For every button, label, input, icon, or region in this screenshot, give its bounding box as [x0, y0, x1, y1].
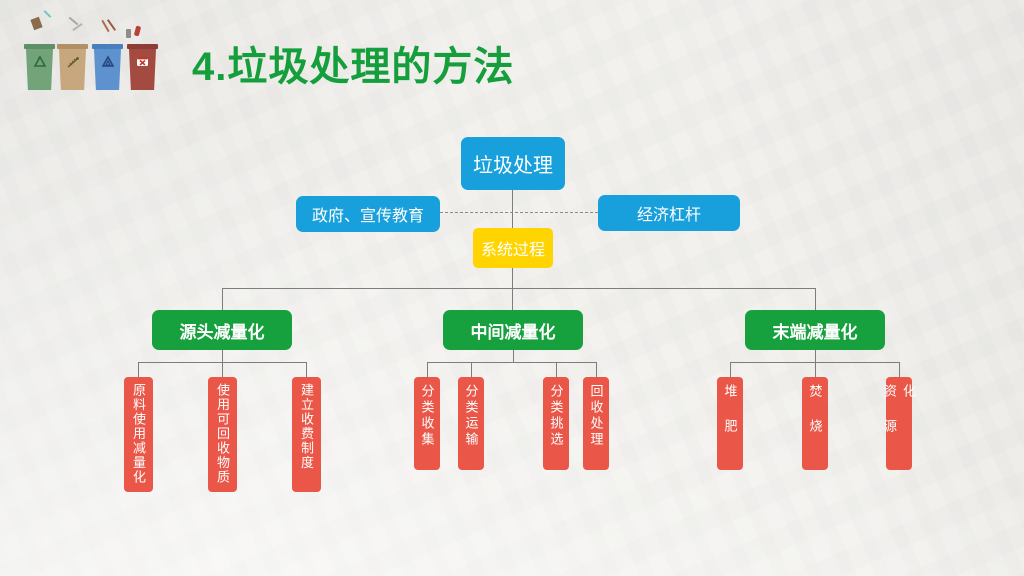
leaf-node: 分类运输 — [458, 377, 484, 470]
connector-leaf-drop — [138, 362, 139, 377]
leaf-label: 建立收费制度 — [299, 383, 314, 470]
connector-leaf-drop — [596, 362, 597, 377]
connector-leaf-drop — [306, 362, 307, 377]
leaf-label: 使用可回收物质 — [215, 383, 230, 485]
debris-capsule — [133, 25, 142, 37]
connector-stage2-horizontal — [427, 362, 596, 363]
debris-battery — [126, 29, 131, 38]
leaf-label: 分类运输 — [463, 384, 479, 448]
connector-branch-horizontal — [222, 288, 816, 289]
connector-stage1-horizontal — [138, 362, 306, 363]
leaf-node: 建立收费制度 — [292, 377, 321, 492]
bin-hazardous-red — [127, 44, 158, 90]
debris-box — [30, 16, 43, 31]
connector-drop-stage1 — [222, 288, 223, 310]
connector-leaf-drop — [556, 362, 557, 377]
food-waste-icon — [67, 57, 79, 68]
bin-lid — [24, 44, 55, 49]
bin-lid — [92, 44, 123, 49]
bin-lid — [57, 44, 88, 49]
node-stage-source: 源头减量化 — [152, 310, 292, 350]
leaf-node: 堆肥 — [717, 377, 743, 470]
leaf-node: 原料使用减量化 — [124, 377, 153, 492]
connector-leaf-drop — [471, 362, 472, 377]
leaf-node: 分类挑选 — [543, 377, 569, 470]
connector-stage2-stub — [513, 350, 514, 362]
connector-dashed-horizontal — [440, 212, 598, 213]
recycle-icon — [33, 55, 46, 67]
bin-recyclable-blue — [92, 44, 123, 90]
trash-bins-graphic — [24, 10, 176, 90]
connector-drop-stage3 — [815, 288, 816, 310]
leaf-label: 回收处理 — [588, 384, 604, 448]
connector-leaf-drop — [899, 362, 900, 377]
bin-lid — [127, 44, 158, 49]
debris-bone — [72, 23, 83, 31]
leaf-label: 焚烧 — [807, 384, 823, 454]
hazardous-waste-icon — [137, 57, 148, 66]
node-left-factor: 政府、宣传教育 — [296, 196, 440, 232]
leaf-label: 原料使用减量化 — [131, 383, 146, 485]
node-right-factor: 经济杠杆 — [598, 195, 740, 231]
leaf-label: 分类挑选 — [548, 384, 564, 448]
bin-food-waste-tan — [57, 44, 88, 90]
connector-stage1-stub — [222, 350, 223, 377]
debris-bone — [68, 16, 79, 26]
connector-stage3-horizontal — [730, 362, 899, 363]
debris-sparkle — [43, 10, 52, 18]
node-process: 系统过程 — [473, 228, 553, 268]
recyclable-triangle-icon — [101, 55, 114, 67]
leaf-label: 资源化 — [882, 384, 916, 454]
node-root: 垃圾处理 — [461, 137, 565, 190]
node-stage-end: 末端减量化 — [745, 310, 885, 350]
bin-recyclable-green — [24, 44, 55, 90]
leaf-node: 使用可回收物质 — [208, 377, 237, 492]
node-stage-middle: 中间减量化 — [443, 310, 583, 350]
leaf-node: 资源化 — [882, 377, 916, 470]
leaf-node: 焚烧 — [802, 377, 828, 470]
leaf-label: 分类收集 — [419, 384, 435, 448]
connector-stage3-stub — [815, 350, 816, 377]
leaf-node: 分类收集 — [414, 377, 440, 470]
connector-leaf-drop — [427, 362, 428, 377]
connector-leaf-drop — [730, 362, 731, 377]
slide-title: 4.垃圾处理的方法 — [192, 45, 515, 89]
leaf-label: 堆肥 — [722, 384, 738, 454]
leaf-node: 回收处理 — [583, 377, 609, 470]
